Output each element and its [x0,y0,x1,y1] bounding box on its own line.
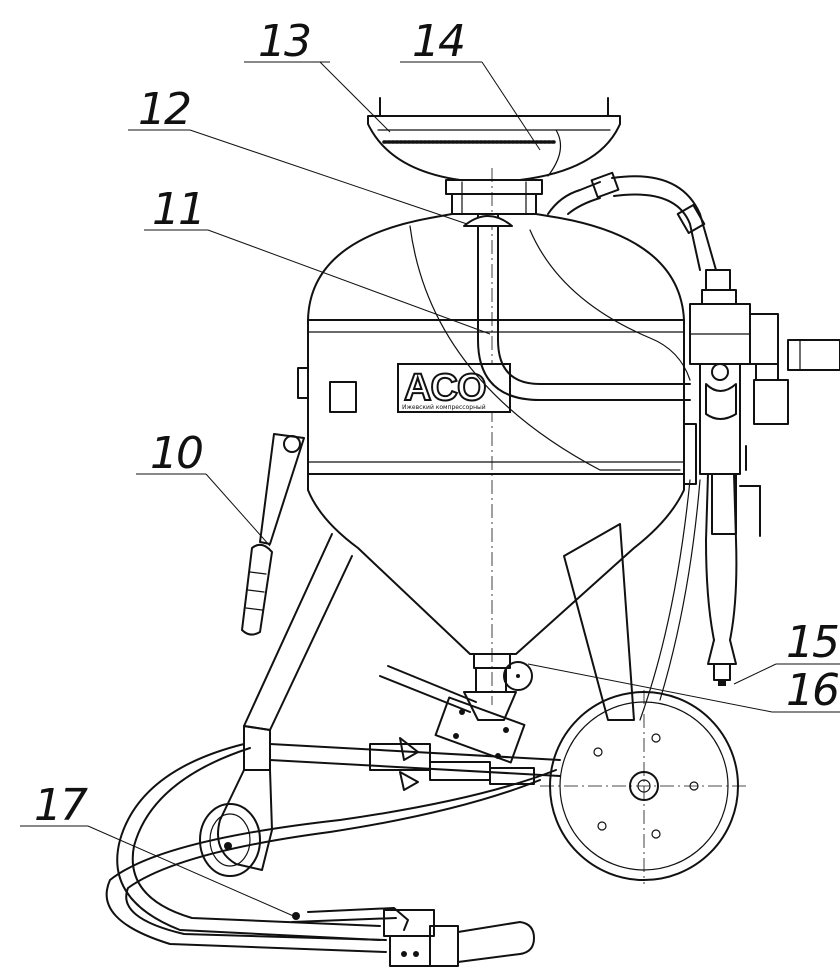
callout-16: 16 [786,665,839,716]
tank-logo-plate: АСО Ижевский компрессорный [397,363,511,413]
right-hose [639,473,738,721]
inner-pipe [463,213,691,401]
callout-10: 10 [150,428,202,479]
edge-fitting [787,339,840,371]
main-wheel [540,690,750,884]
bottom-frame [269,737,561,791]
leader-arc-12 [409,225,681,471]
frame-legs [243,523,635,771]
callout-14: 14 [412,16,464,67]
funnel-sieve [367,97,621,215]
callout-13: 13 [258,16,310,67]
callout-17: 17 [34,780,88,831]
valve-block [547,171,789,537]
caster-wheel [199,769,273,877]
tank-body [297,213,685,669]
handle [241,433,305,636]
callout-12: 12 [138,84,190,135]
callout-labels: 13 14 12 11 10 15 16 17 [20,16,840,919]
hose-loops [105,743,557,953]
callout-11: 11 [152,184,204,235]
blast-nozzle-assembly [291,907,535,967]
metering-valve [379,661,533,764]
callout-15: 15 [786,617,838,668]
tank-logo-text: АСО [404,367,487,409]
leader-arc-14 [529,229,691,381]
tank-logo-subtext: Ижевский компрессорный [402,404,486,411]
